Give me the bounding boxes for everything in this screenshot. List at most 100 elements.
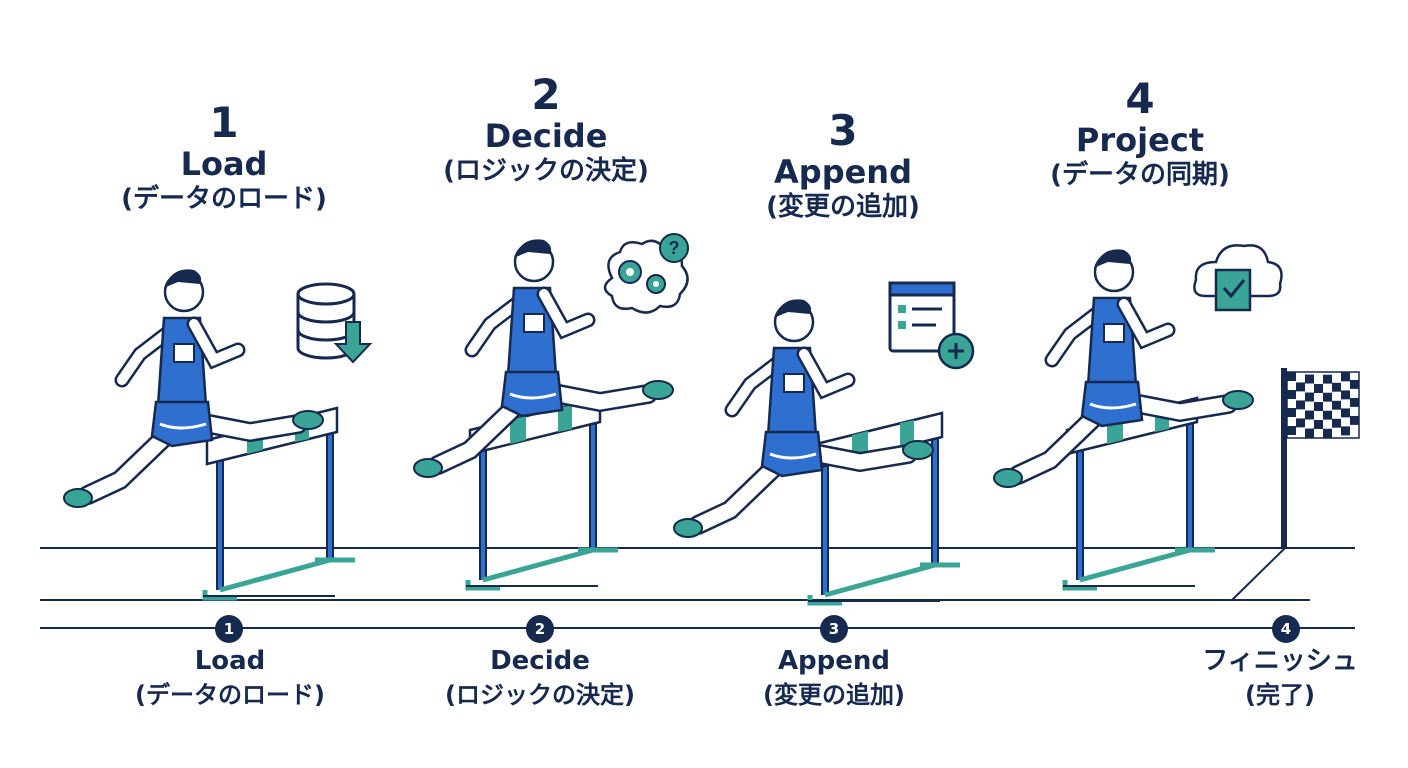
stage-header-4: 4 Project (データの同期) xyxy=(980,76,1300,192)
flag-cell xyxy=(1341,417,1350,427)
window-add-icon xyxy=(888,281,975,370)
flag-cell xyxy=(1341,390,1350,400)
flag-cell xyxy=(1323,419,1332,429)
flag-cell xyxy=(1332,373,1341,383)
flag-cell xyxy=(1305,428,1314,438)
stage-number: 3 xyxy=(828,106,858,155)
timeline-label-2: Decide (ロジックの決定) xyxy=(410,644,670,712)
flag-cell xyxy=(1287,426,1296,435)
hurdle-3 xyxy=(808,413,960,603)
timeline-label-sub: (ロジックの決定) xyxy=(445,681,635,709)
flag-cell xyxy=(1296,373,1305,383)
flag-cell xyxy=(1287,390,1296,399)
checkered-flag-icon xyxy=(1281,368,1360,548)
flag-cell xyxy=(1305,419,1314,429)
stage-number: 1 xyxy=(209,98,239,147)
flag-cell xyxy=(1287,408,1296,417)
timeline-label-1: Load (データのロード) xyxy=(100,644,360,712)
flag-cell xyxy=(1341,426,1350,436)
flag-cell xyxy=(1314,383,1323,393)
runner-1 xyxy=(64,269,323,507)
flag-cell xyxy=(1350,370,1359,380)
stage-subtitle: (変更の追加) xyxy=(766,192,920,222)
stage-name: Append xyxy=(774,153,912,191)
flag-cell xyxy=(1350,397,1359,407)
flag-cell xyxy=(1305,383,1314,393)
flag-cell xyxy=(1305,374,1314,384)
timeline-label-sub: (完了) xyxy=(1245,681,1315,709)
timeline-badge-3: 3 xyxy=(820,615,848,643)
cloud-check-icon xyxy=(1193,244,1283,312)
flag-cell xyxy=(1296,418,1305,428)
flag-cell xyxy=(1287,399,1296,408)
flag-cell xyxy=(1350,415,1359,425)
timeline-badge-2: 2 xyxy=(526,615,554,643)
flag-cell xyxy=(1350,406,1359,416)
stage-number: 4 xyxy=(1125,74,1155,123)
flag-cell xyxy=(1314,410,1323,420)
flag-cell xyxy=(1350,424,1359,434)
flag-cell xyxy=(1323,401,1332,411)
flag-cell xyxy=(1287,417,1296,426)
flag-cell xyxy=(1350,379,1359,389)
finish-line-diagonal xyxy=(1231,547,1286,601)
flag-cell xyxy=(1305,401,1314,411)
stage-name: Decide xyxy=(484,117,608,155)
svg-text:?: ? xyxy=(669,238,680,258)
flag-cell xyxy=(1332,427,1341,437)
timeline-badge-4: 4 xyxy=(1272,615,1300,643)
stage-subtitle: (ロジックの決定) xyxy=(443,156,649,186)
flag-cell xyxy=(1323,374,1332,384)
stage-subtitle: (データのロード) xyxy=(121,184,327,214)
flag-cell xyxy=(1341,372,1350,382)
flag-cell xyxy=(1296,391,1305,401)
stage-header-3: 3 Append (変更の追加) xyxy=(683,108,1003,224)
stage-name: Project xyxy=(1075,121,1205,159)
flag-cell xyxy=(1314,428,1323,438)
flag-cell xyxy=(1341,381,1350,391)
flag-cell xyxy=(1341,408,1350,418)
stage-subtitle: (データの同期) xyxy=(1050,160,1230,190)
timeline-label-4: フィニッシュ (完了) xyxy=(1150,644,1408,712)
brain-gears-question-icon: ? xyxy=(603,233,689,314)
flag-cell xyxy=(1296,400,1305,410)
stage-header-2: 2 Decide (ロジックの決定) xyxy=(386,72,706,188)
stage-header-1: 1 Load (データのロード) xyxy=(64,100,384,216)
flag-cell xyxy=(1296,427,1305,437)
flag-cell xyxy=(1305,392,1314,402)
flag-cell xyxy=(1287,372,1296,381)
timeline-label-text: Append xyxy=(777,646,891,676)
timeline-label-text: Decide xyxy=(490,646,590,676)
flag-cell xyxy=(1287,381,1296,390)
flag-cell xyxy=(1314,392,1323,402)
flag-cell xyxy=(1305,410,1314,420)
timeline-label-text: Load xyxy=(194,646,266,676)
flag-cell xyxy=(1350,388,1359,398)
timeline-label-3: Append (変更の追加) xyxy=(704,644,964,712)
flag-cell xyxy=(1323,383,1332,393)
flag-cell xyxy=(1296,382,1305,392)
flag-cell xyxy=(1332,391,1341,401)
database-download-icon xyxy=(296,282,373,364)
flag-cell xyxy=(1323,428,1332,438)
flag-cell xyxy=(1314,419,1323,429)
flag-cell xyxy=(1332,400,1341,410)
flag-border xyxy=(1286,371,1360,439)
timeline-label-text: フィニッシュ xyxy=(1202,646,1358,676)
flag-cell xyxy=(1314,374,1323,384)
flag-cell xyxy=(1332,382,1341,392)
timeline-label-sub: (変更の追加) xyxy=(763,681,905,709)
timeline-label-sub: (データのロード) xyxy=(135,681,325,709)
flag-cell xyxy=(1341,399,1350,409)
stage-name: Load xyxy=(180,145,268,183)
timeline-badge-1: 1 xyxy=(215,615,243,643)
flag-cell xyxy=(1296,409,1305,419)
flag-cell xyxy=(1323,392,1332,402)
flag-cell xyxy=(1323,410,1332,420)
stage-number: 2 xyxy=(531,70,561,119)
flag-cell xyxy=(1332,418,1341,428)
flag-cell xyxy=(1332,409,1341,419)
flag-cell xyxy=(1314,401,1323,411)
